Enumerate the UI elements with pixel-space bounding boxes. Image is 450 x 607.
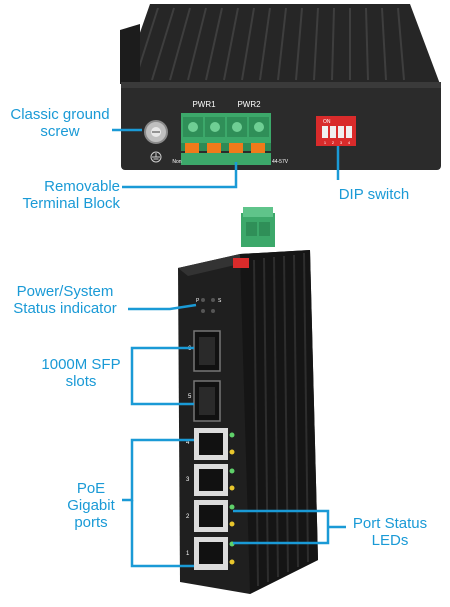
callout-lines	[112, 128, 346, 568]
terminal-block	[181, 113, 271, 165]
ground-screw-callout: Classic ground screw	[10, 106, 110, 140]
non-label: Non	[172, 159, 181, 165]
rj45-port-1	[194, 537, 235, 570]
dip-num-1: 1	[324, 140, 327, 145]
rj45-port-3	[194, 464, 235, 496]
rear-panel	[121, 82, 441, 170]
terminal-block-callout: Removable Terminal Block	[22, 178, 120, 212]
dip-switch-callout: DIP switch	[338, 186, 410, 203]
rj45-port-4	[194, 428, 235, 460]
led-s-label: S	[218, 298, 222, 304]
rj45-port-2	[194, 500, 235, 532]
power-status-callout: Power/System Status indicator	[13, 283, 117, 317]
dip-on-label: ON	[323, 119, 331, 125]
port-num-2: 2	[186, 514, 190, 520]
pwr2-label: PWR2	[237, 100, 261, 109]
sfp-slot-6	[193, 330, 221, 372]
sfp-slot-5	[193, 380, 221, 422]
port-num-5: 5	[188, 394, 192, 400]
dip-num-3: 3	[340, 140, 343, 145]
pwr1-label: PWR1	[192, 100, 216, 109]
port-num-3: 3	[186, 477, 190, 483]
ground-symbol-icon	[150, 151, 162, 163]
voltage-label: 44-57V	[272, 159, 289, 165]
top-device-housing	[120, 4, 440, 84]
sfp-slots-callout: 1000M SFP slots	[41, 356, 121, 390]
poe-ports-callout: PoE Gigabit ports	[67, 480, 115, 531]
port-status-leds-callout: Port Status LEDs	[352, 515, 428, 549]
dip-num-4: 4	[348, 140, 351, 145]
power-status-leds	[201, 298, 215, 313]
led-p-label: P	[196, 298, 200, 304]
port-num-4: 4	[186, 440, 190, 446]
dip-switch	[316, 116, 356, 146]
top-terminal-plug	[241, 207, 275, 247]
port-num-1: 1	[186, 551, 190, 557]
ground-screw-icon	[144, 120, 168, 144]
dip-num-2: 2	[332, 140, 335, 145]
